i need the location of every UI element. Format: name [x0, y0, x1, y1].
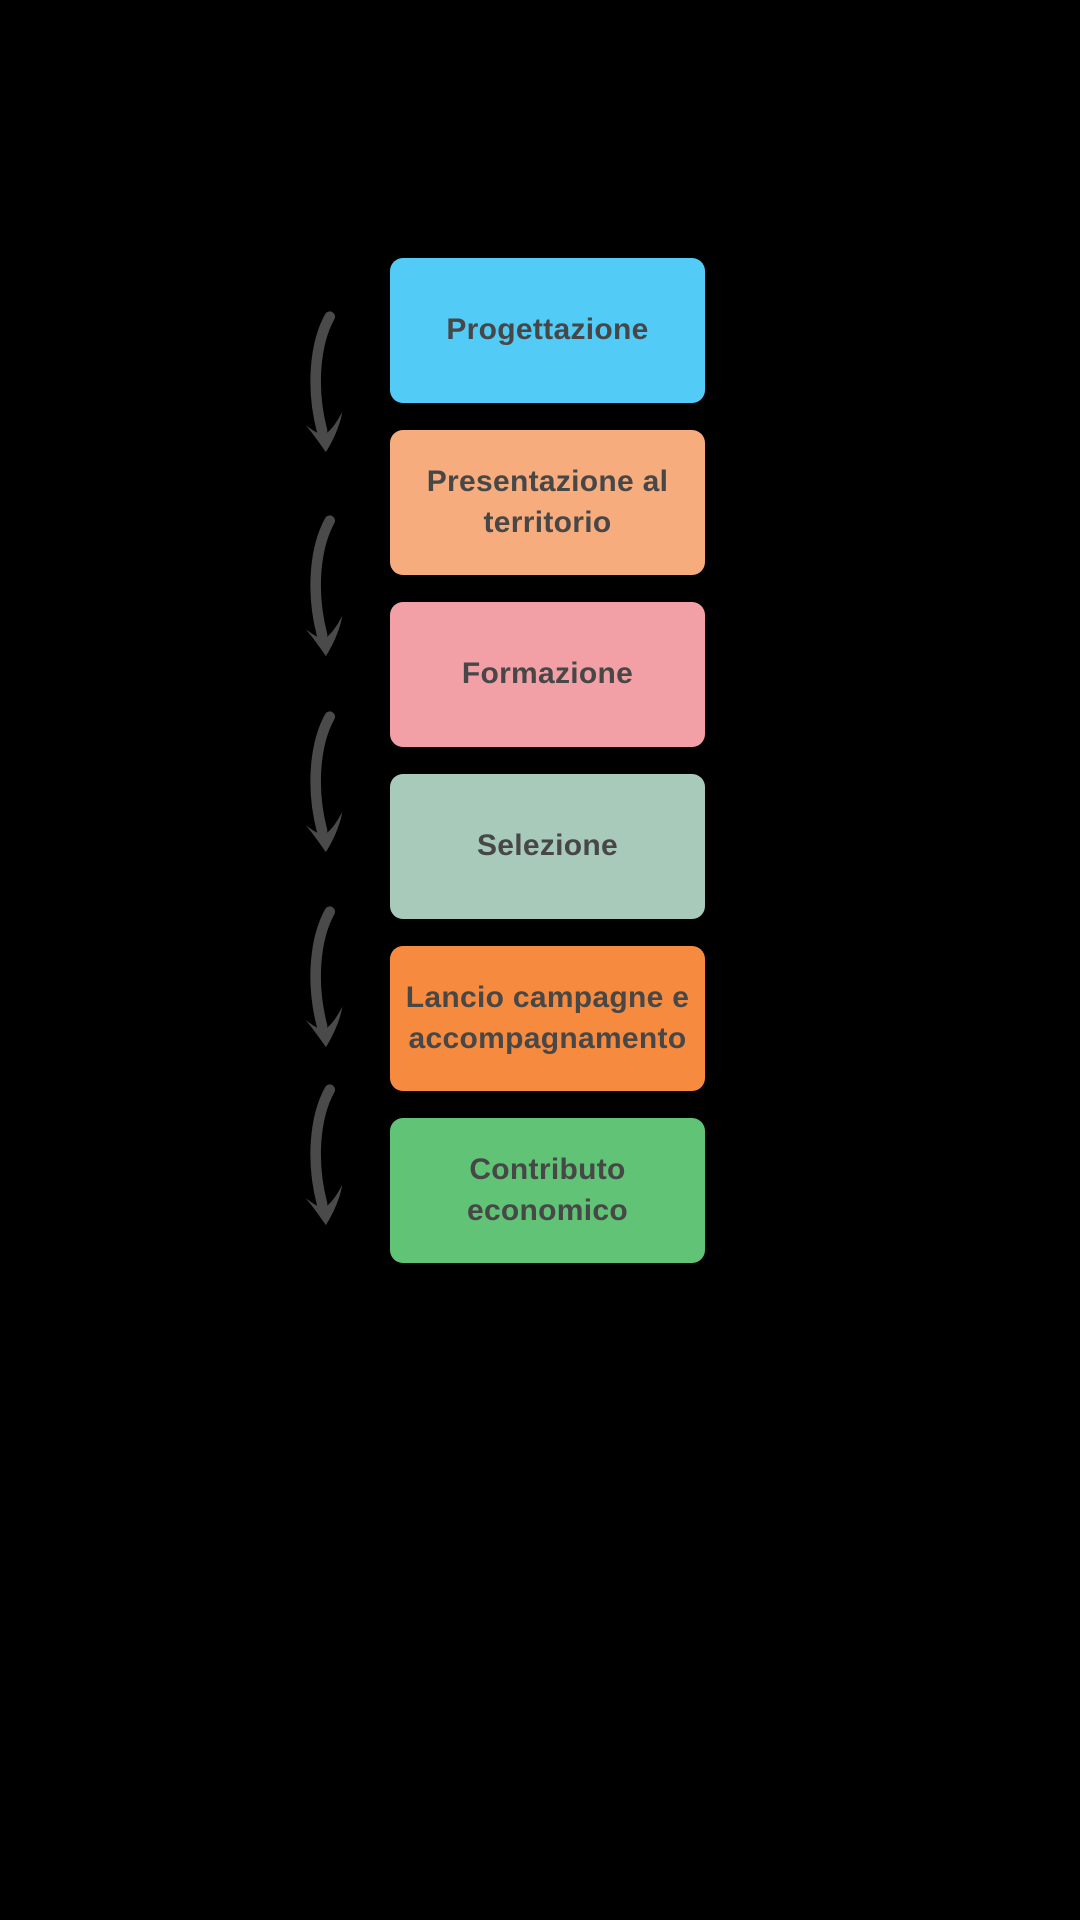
curved-down-arrow-icon: [305, 311, 343, 453]
curved-down-arrow-icon: [305, 906, 343, 1048]
curved-down-arrow-icon: [305, 515, 343, 657]
step-box: Lancio campagne e accompagnamento: [390, 946, 705, 1091]
step-label: Progettazione: [446, 313, 649, 347]
step-box: Presentazione al territorio: [390, 430, 705, 575]
step-label: Formazione: [461, 657, 634, 691]
step-label: Contributo economico: [466, 1153, 629, 1227]
step-label: Lancio campagne e accompagnamento: [405, 981, 690, 1055]
curved-down-arrow-icon: [305, 711, 343, 853]
step-label: Presentazione al territorio: [426, 465, 669, 539]
step-box: Formazione: [390, 602, 705, 747]
step-box: Contributo economico: [390, 1118, 705, 1263]
step-label: Selezione: [476, 829, 619, 863]
step-box: Progettazione: [390, 258, 705, 403]
curved-down-arrow-icon: [305, 1084, 343, 1226]
step-box: Selezione: [390, 774, 705, 919]
